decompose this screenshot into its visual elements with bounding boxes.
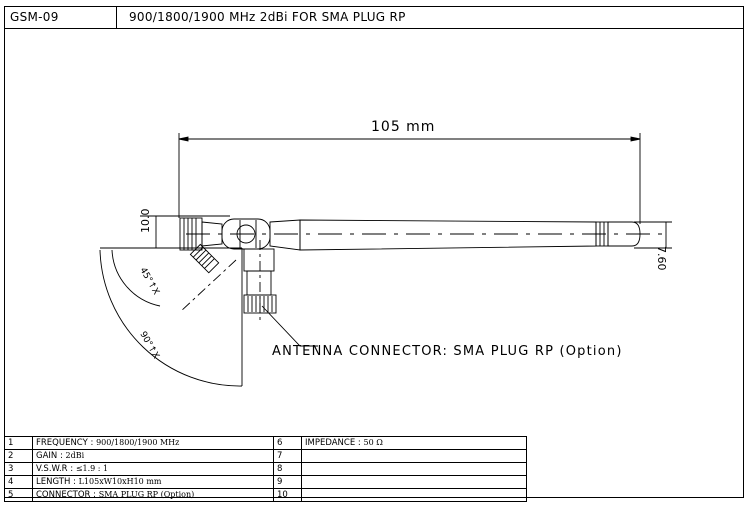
connector-collar [246, 270, 272, 296]
spec-cell [301, 488, 527, 502]
hinge-shoulder [269, 219, 301, 251]
antenna-body [299, 219, 597, 251]
spec-cell: IMPEDANCE : 50 Ω [301, 436, 527, 450]
spec-cell: FREQUENCY : 900/1800/1900 MHz [32, 436, 274, 450]
title-block: GSM-09 900/1800/1900 MHz 2dBi FOR SMA PL… [4, 6, 744, 29]
spec-value: 50 Ω [363, 438, 383, 447]
length-dim-label: 105 mm [371, 119, 436, 135]
spec-number: 9 [273, 475, 302, 489]
swing-arc-90 [99, 249, 243, 387]
diameter-dim-label: 7.60 [655, 246, 668, 271]
spec-value: SMA PLUG RP (Option) [98, 490, 195, 499]
spec-label: V.S.W.R : [36, 464, 76, 474]
connector-leader [261, 305, 318, 347]
spec-cell [301, 462, 527, 476]
ghost-connector-45 [189, 243, 220, 274]
hinge-pin [236, 224, 256, 244]
height-dim-label: 10.0 [139, 208, 152, 234]
spec-value: 900/1800/1900 MHz [96, 438, 180, 447]
spec-cell: V.S.W.R : ≤1.9 : 1 [32, 462, 274, 476]
spec-number: 2 [4, 449, 33, 463]
spec-number: 1 [4, 436, 33, 450]
spec-value: 2dBi [65, 451, 85, 460]
spec-number: 4 [4, 475, 33, 489]
connector-note: ANTENNA CONNECTOR: SMA PLUG RP (Option) [272, 344, 623, 359]
knurl-lines [183, 218, 197, 250]
spec-label: IMPEDANCE : [305, 438, 364, 448]
spec-number: 7 [273, 449, 302, 463]
spec-label: GAIN : [36, 451, 66, 461]
spec-cell [301, 475, 527, 489]
spec-label: LENGTH : [36, 477, 79, 487]
length-arrow-right [630, 136, 641, 142]
connector-knurl [247, 296, 273, 312]
drawing-title: 900/1800/1900 MHz 2dBi FOR SMA PLUG RP [129, 10, 406, 24]
spec-value: ≤1.9 : 1 [75, 464, 109, 473]
spec-label: FREQUENCY : [36, 438, 97, 448]
connector-neck [243, 248, 275, 272]
spec-cell [301, 449, 527, 463]
spec-cell: CONNECTOR : SMA PLUG RP (Option) [32, 488, 274, 502]
hinge-neck [201, 221, 223, 247]
tip-cap [607, 221, 641, 247]
spec-number: 10 [273, 488, 302, 502]
swing-arc-45 [111, 249, 161, 307]
spec-cell: LENGTH : L105xW10xH10 mm [32, 475, 274, 489]
spec-number: 5 [4, 488, 33, 502]
spec-label: CONNECTOR : [36, 490, 99, 500]
model-code: GSM-09 [4, 6, 117, 28]
spec-number: 6 [273, 436, 302, 450]
length-arrow-left [178, 136, 189, 142]
spec-value: L105xW10xH10 mm [78, 477, 162, 486]
spec-number: 3 [4, 462, 33, 476]
spec-number: 8 [273, 462, 302, 476]
ghost-axis-45 [179, 259, 237, 313]
spec-cell: GAIN : 2dBi [32, 449, 274, 463]
